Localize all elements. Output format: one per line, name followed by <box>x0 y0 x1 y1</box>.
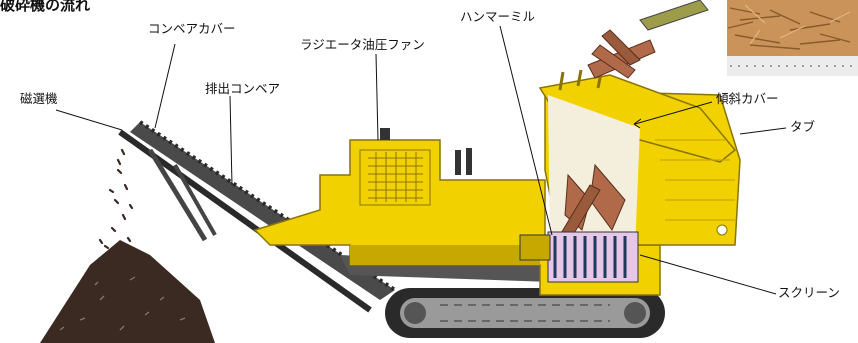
label-discharge-conveyor: 排出コンベア <box>205 81 281 96</box>
label-tilt-cover: 傾斜カバー <box>716 91 779 106</box>
crawler-track <box>385 288 665 338</box>
wood-logs <box>559 0 709 241</box>
leader-lines <box>55 25 787 295</box>
diagram-title: 破砕機の流れ <box>0 0 91 14</box>
label-magnet: 磁選機 <box>20 91 58 106</box>
label-tub: タブ <box>790 119 816 134</box>
discharge-conveyor <box>118 120 640 313</box>
label-screen: スクリーン <box>778 285 840 300</box>
hammer-mill-screen <box>519 231 639 283</box>
label-hammer-mill: ハンマーミル <box>460 9 536 24</box>
label-conveyor-cover: コンベアカバー <box>148 21 236 36</box>
wood-chip-photo <box>727 0 858 76</box>
label-radiator-fan: ラジエータ油圧ファン <box>300 37 425 52</box>
chip-pile <box>40 148 215 343</box>
